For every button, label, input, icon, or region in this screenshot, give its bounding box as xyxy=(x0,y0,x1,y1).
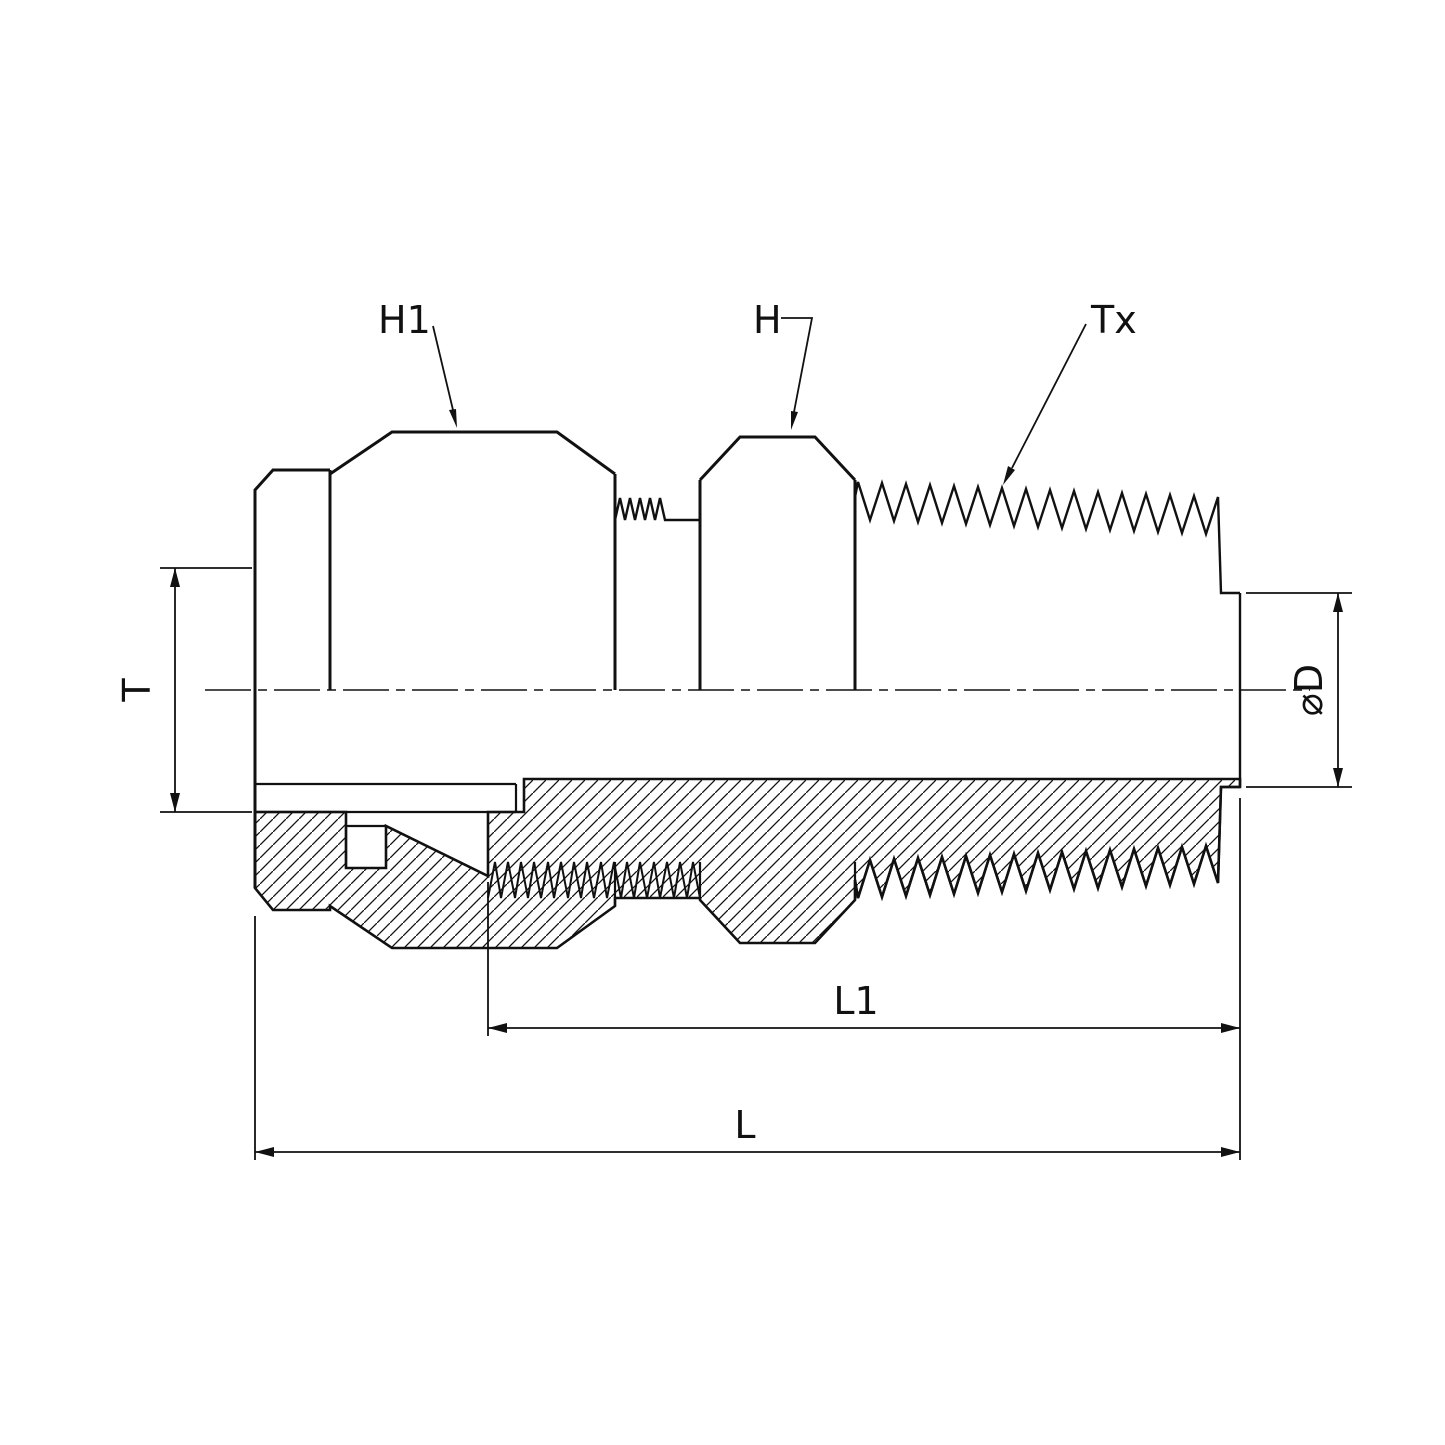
arrowhead xyxy=(1333,593,1343,612)
arrowhead xyxy=(170,793,180,812)
arrowhead xyxy=(449,409,457,428)
thread-profile-bottom xyxy=(853,785,1240,901)
arrowhead xyxy=(255,1147,274,1157)
arrowhead xyxy=(170,568,180,587)
label-t: T xyxy=(115,678,159,703)
body-outline xyxy=(253,430,857,888)
dimension-l1: L1 xyxy=(487,798,1241,1160)
leader-tx: Tx xyxy=(1003,298,1137,485)
arrowhead xyxy=(488,1023,507,1033)
arrowhead xyxy=(1003,466,1015,485)
label-l: L xyxy=(734,1103,755,1147)
label-h1: H1 xyxy=(378,298,431,342)
label-h: H xyxy=(753,298,782,342)
thread-profile-section xyxy=(487,861,701,899)
label-d: ⌀D xyxy=(1287,664,1331,716)
leader-h: H xyxy=(753,298,814,430)
section-hatch xyxy=(253,777,1242,950)
arrowhead xyxy=(1221,1147,1240,1157)
thread-profile-top xyxy=(613,479,1242,787)
dimension-d: ⌀D xyxy=(1246,592,1352,788)
leader-h1: H1 xyxy=(378,298,457,428)
dimension-l: L xyxy=(254,916,1240,1160)
label-l1: L1 xyxy=(833,979,878,1023)
dimension-t: T xyxy=(115,567,252,813)
label-tx: Tx xyxy=(1090,298,1137,342)
arrowhead xyxy=(1333,768,1343,787)
arrowhead xyxy=(1221,1023,1240,1033)
arrowhead xyxy=(791,411,798,430)
